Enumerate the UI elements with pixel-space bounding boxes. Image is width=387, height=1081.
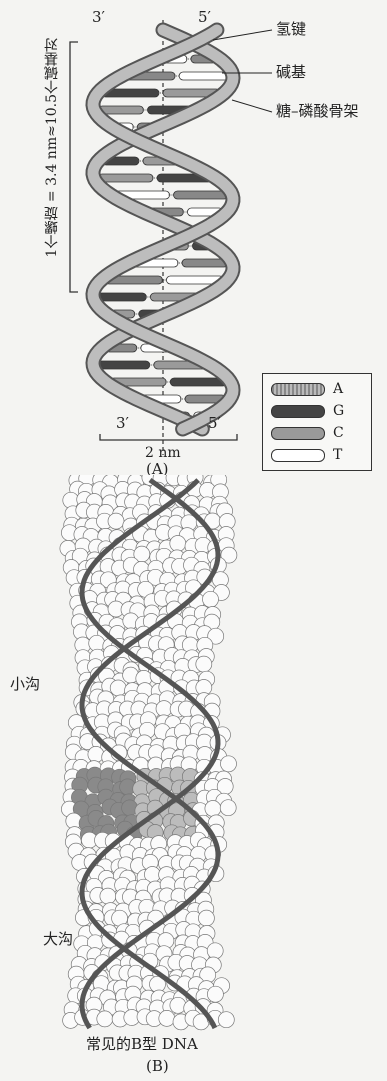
atom-sphere <box>205 801 221 817</box>
legend-letter-t: T <box>333 447 342 463</box>
atom-sphere <box>207 986 223 1002</box>
backbone-pointer <box>232 100 272 112</box>
legend-swatch-c <box>271 427 325 440</box>
panel-a-schematic: 3′ 5′ 3′ 5′ 氢键 碱基 糖–磷酸骨架 1个螺旋 = 3.4 nm≈1… <box>0 0 387 475</box>
atom-sphere <box>198 910 214 926</box>
turn-bracket <box>70 42 78 292</box>
legend-item-c: C <box>271 424 344 442</box>
legend-swatch-t <box>271 449 325 462</box>
legend-letter-c: C <box>333 425 344 441</box>
space-filling-model <box>0 475 387 1081</box>
atom-sphere <box>221 756 237 772</box>
minor-groove-label: 小沟 <box>10 677 40 692</box>
legend-item-a: A <box>271 380 343 398</box>
panel-b-caption: (B) <box>146 1059 169 1074</box>
atom-sphere <box>220 800 236 816</box>
legend-swatch-g <box>271 405 325 418</box>
end-label-bottom-left: 3′ <box>116 416 129 431</box>
atom-sphere <box>159 1010 175 1026</box>
base-legend: A G C T <box>262 373 372 471</box>
end-label-top-right: 5′ <box>198 10 211 25</box>
atom-sphere <box>156 701 172 717</box>
legend-item-g: G <box>271 402 344 420</box>
hydrogen-bond-label: 氢键 <box>276 22 306 37</box>
base-block <box>174 191 229 199</box>
width-bracket <box>100 434 237 440</box>
atom-sphere <box>218 1012 234 1028</box>
atom-sphere <box>170 997 186 1013</box>
legend-letter-g: G <box>333 403 344 419</box>
base-label: 碱基 <box>276 65 306 80</box>
base-block <box>97 361 150 369</box>
base-block <box>182 259 228 267</box>
legend-letter-a: A <box>333 381 343 397</box>
legend-item-t: T <box>271 446 342 464</box>
atom-spheres <box>60 475 237 1030</box>
atom-sphere <box>203 591 219 607</box>
width-label: 2 nm <box>145 446 181 460</box>
atom-sphere <box>170 536 186 552</box>
helix-turn-label: 1个螺旋 = 3.4 nm≈10.5个碱基对 <box>42 38 62 257</box>
atom-sphere <box>88 746 104 762</box>
base-block <box>98 174 153 182</box>
base-block <box>97 293 146 301</box>
backbone-label: 糖–磷酸骨架 <box>276 104 359 119</box>
atom-sphere <box>100 888 116 904</box>
atom-sphere <box>196 656 212 672</box>
major-groove-label: 大沟 <box>43 932 73 947</box>
panel-b-title: 常见的B型 DNA <box>86 1037 198 1052</box>
atom-sphere <box>207 943 223 959</box>
atom-sphere <box>108 513 124 529</box>
panel-b-space-filling: 小沟 大沟 常见的B型 DNA (B) <box>0 475 387 1081</box>
base-block <box>179 72 229 80</box>
end-label-bottom-right: 5′ <box>208 416 221 431</box>
atom-sphere <box>110 680 126 696</box>
end-label-top-left: 3′ <box>92 10 105 25</box>
atom-sphere <box>97 1011 113 1027</box>
legend-swatch-a <box>271 383 325 396</box>
